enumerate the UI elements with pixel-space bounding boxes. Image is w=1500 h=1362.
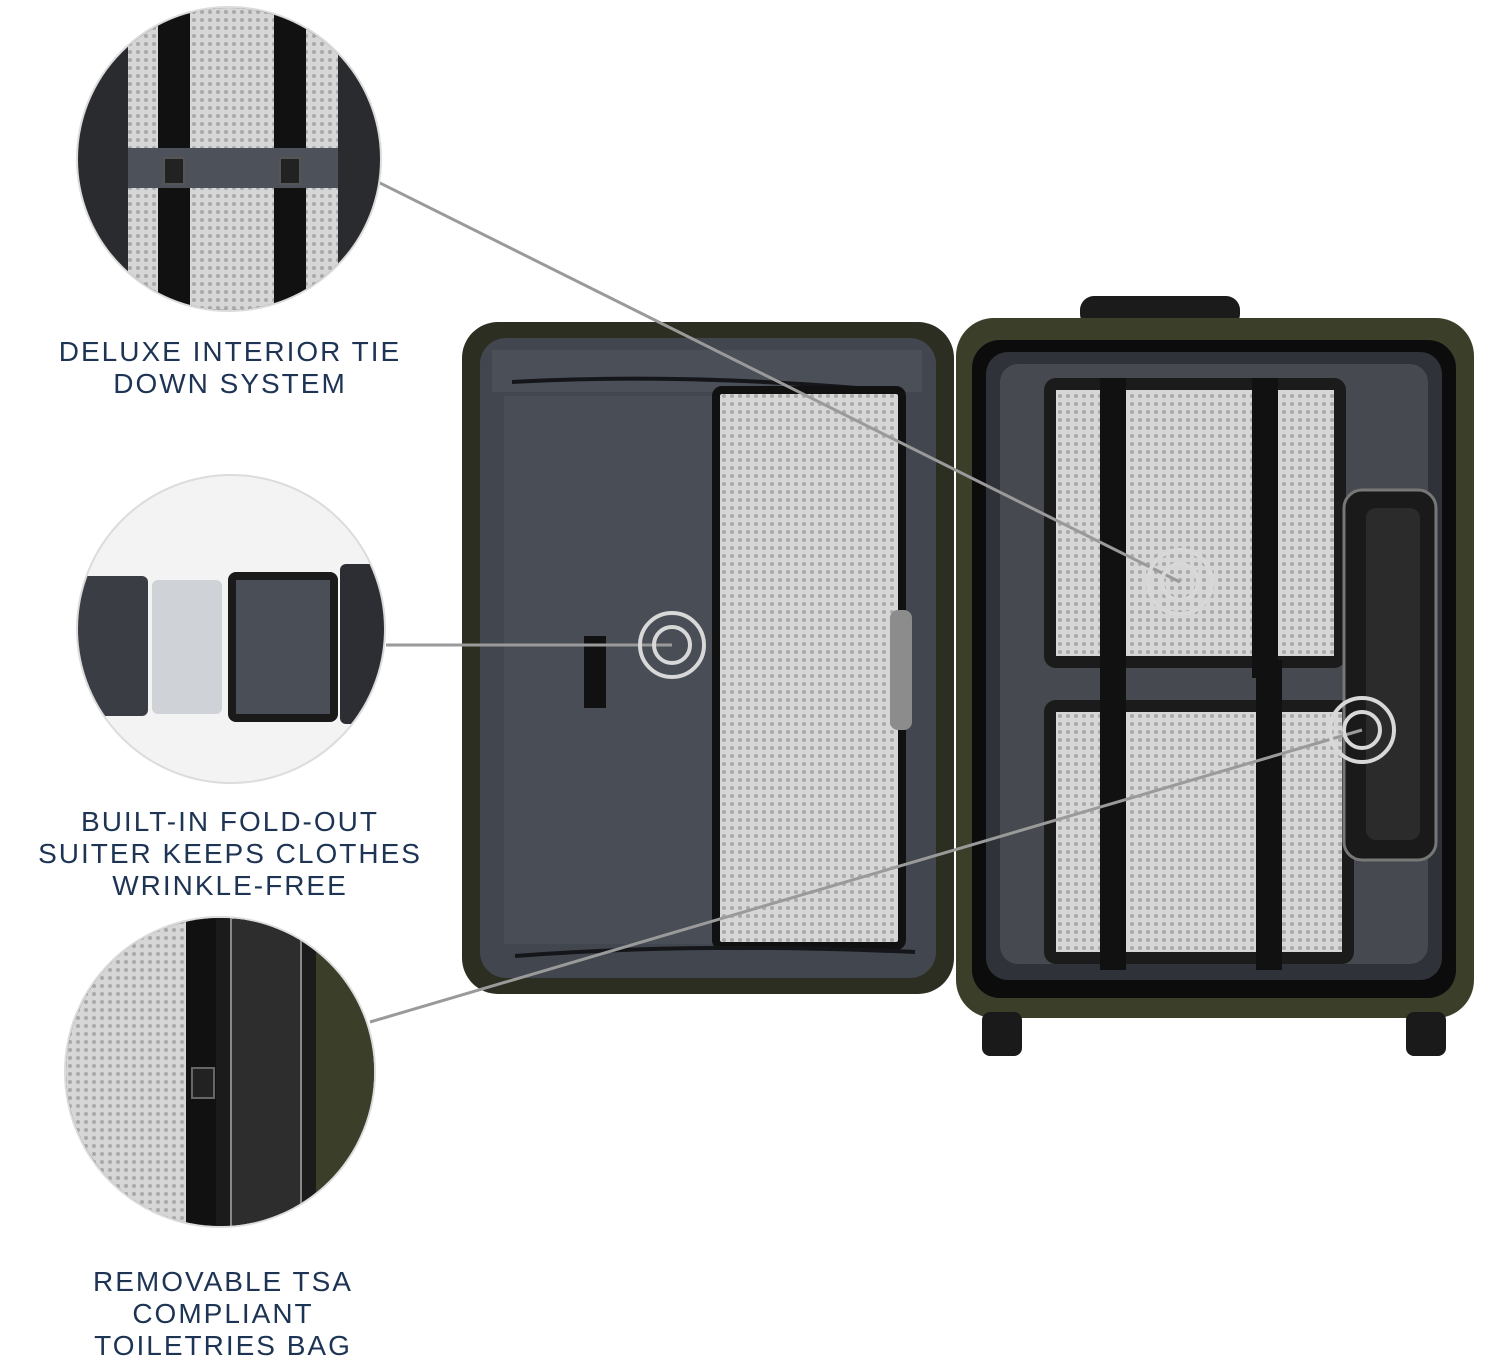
detail-circle-toiletries <box>64 916 376 1228</box>
caption-tie-down-line1: DELUXE INTERIOR TIE <box>58 336 402 367</box>
target-marker-suiter <box>638 611 706 679</box>
caption-suiter-line2: SUITER KEEPS CLOTHES <box>38 838 422 869</box>
caption-suiter-line3: WRINKLE-FREE <box>112 870 348 901</box>
caption-suiter-line1: BUILT-IN FOLD-OUT <box>81 806 379 837</box>
caption-suiter: BUILT-IN FOLD-OUT SUITER KEEPS CLOTHES W… <box>20 806 440 902</box>
callout-lines <box>369 180 1363 1024</box>
detail-circle-suiter <box>76 474 386 784</box>
suitcase-illustration <box>369 180 1474 1056</box>
caption-toiletries: REMOVABLE TSA COMPLIANT TOILETRIES BAG <box>0 1266 446 1362</box>
caption-toiletries-line2: TOILETRIES BAG <box>94 1330 352 1361</box>
caption-tie-down-line2: DOWN SYSTEM <box>113 368 347 399</box>
suitcase-body <box>956 296 1474 1056</box>
caption-tie-down: DELUXE INTERIOR TIE DOWN SYSTEM <box>20 336 440 400</box>
target-marker-toiletries <box>1328 696 1396 764</box>
target-marker-tie-down <box>1146 548 1214 616</box>
caption-toiletries-line1: REMOVABLE TSA COMPLIANT <box>93 1266 353 1329</box>
suiter-lid <box>462 322 954 994</box>
detail-circle-tie-down <box>76 6 382 312</box>
